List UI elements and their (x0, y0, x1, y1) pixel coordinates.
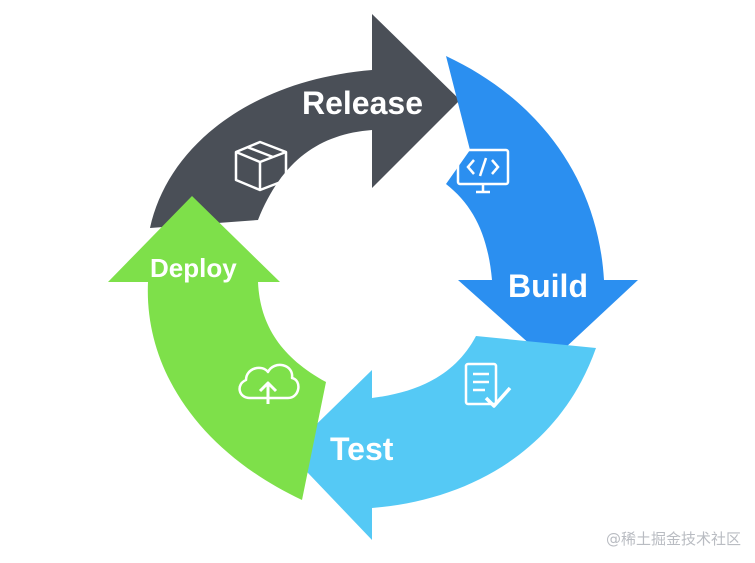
checklist-icon (464, 362, 512, 408)
release-arrow (150, 14, 460, 228)
build-arrow (446, 56, 638, 362)
code-monitor-icon (456, 148, 510, 194)
deploy-label: Deploy (150, 253, 237, 283)
release-segment: Release (150, 14, 460, 228)
deploy-segment: Deploy (108, 196, 326, 500)
release-label: Release (302, 85, 423, 121)
test-segment: Test (288, 336, 596, 540)
build-segment: Build (446, 56, 638, 362)
deploy-arrow (108, 196, 326, 500)
package-box-icon (234, 140, 288, 192)
build-label: Build (508, 268, 588, 304)
test-arrow (288, 336, 596, 540)
test-label: Test (330, 431, 394, 467)
watermark-text: @稀土掘金技术社区 (605, 530, 741, 548)
cloud-upload-icon (238, 363, 300, 404)
